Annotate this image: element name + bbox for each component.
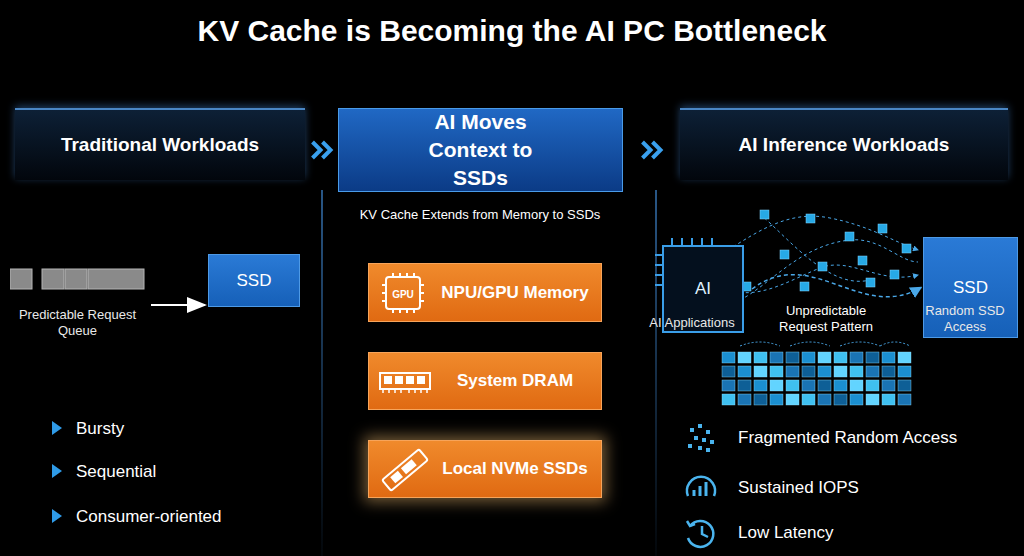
- request-pattern: [728, 214, 918, 300]
- bullet-text: Consumer-oriented: [76, 506, 306, 527]
- ram-stick-icon: [379, 371, 431, 395]
- feature-text: Fragmented Random Access: [738, 427, 1008, 448]
- ai-chip: AIAI Applications: [662, 245, 744, 333]
- ssd-box: SSD: [208, 254, 300, 307]
- memory-tier-box: System DRAM: [368, 352, 602, 410]
- pattern-caption: Unpredictable Request Pattern: [762, 303, 890, 335]
- memory-tier-box: Local NVMe SSDs: [368, 440, 602, 498]
- nvme-stick-icon: [379, 447, 431, 493]
- subtitle-note: KV Cache Extends from Memory to SSDs: [330, 207, 630, 223]
- node-label: AI Inference Workloads: [739, 134, 950, 156]
- node-label: NPU/GPU Memory: [441, 283, 588, 303]
- memory-tier-box: NPU/GPU Memory GPU: [368, 263, 602, 322]
- feature-text: Low Latency: [738, 522, 1008, 543]
- node-label: SSD: [953, 278, 988, 298]
- queue-blocks: [10, 267, 145, 291]
- node-label: System DRAM: [457, 371, 573, 391]
- bullet-text: Sequential: [76, 461, 306, 482]
- connector: [643, 142, 661, 158]
- request-queue: Predictable Request Queue: [10, 267, 145, 343]
- node-caption: Random SSD Access: [915, 303, 1015, 335]
- grid-arrows: [740, 342, 910, 346]
- connector: [752, 275, 921, 297]
- connector: [313, 142, 331, 158]
- connector: [151, 305, 205, 306]
- workload-band: Traditional Workloads: [15, 108, 305, 180]
- node-label: Traditional Workloads: [61, 134, 259, 156]
- process-box: AI Moves Context to SSDs: [338, 108, 623, 192]
- node-label: AI: [695, 279, 711, 299]
- divider-line: [655, 190, 657, 556]
- node-label: Local NVMe SSDs: [442, 459, 588, 479]
- node-label: SSD: [237, 271, 272, 291]
- divider-line: [321, 190, 323, 556]
- gauge-icon: [687, 477, 715, 496]
- request-squares: [742, 210, 911, 291]
- ssd-box: SSDRandom SSD Access: [923, 237, 1018, 338]
- node-label: AI Moves Context to SSDs: [399, 108, 562, 192]
- node-caption: Predictable Request Queue: [13, 307, 143, 339]
- clock-icon: [687, 521, 713, 547]
- fragment-grid: [722, 352, 911, 405]
- bullet-triangles: [52, 421, 62, 523]
- bullet-text: Bursty: [76, 418, 306, 439]
- workload-band: AI Inference Workloads: [680, 108, 1008, 180]
- diagram-title: KV Cache is Becoming the AI PC Bottlenec…: [0, 14, 1024, 48]
- node-caption: AI Applications: [642, 315, 742, 331]
- feature-text: Sustained IOPS: [738, 477, 1008, 498]
- icon-label: GPU: [383, 288, 423, 301]
- scatter-icon: [688, 424, 714, 452]
